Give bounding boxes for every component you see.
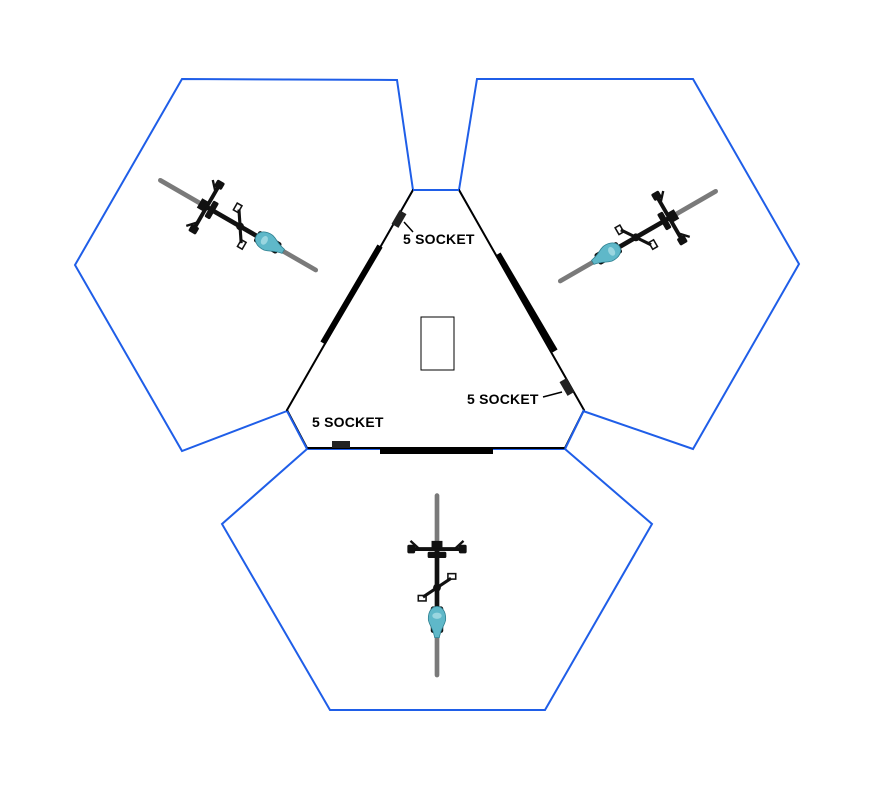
bicycle-icon <box>407 496 466 675</box>
socket-label-top: 5 SOCKET <box>403 231 475 247</box>
bench-left <box>320 244 383 345</box>
socket-unit-right <box>559 378 575 396</box>
socket-unit-top <box>391 210 407 228</box>
bicycle-icon <box>146 155 331 296</box>
bench-right <box>495 252 558 353</box>
socket-label-bottom: 5 SOCKET <box>312 414 384 430</box>
socket-unit-bottom <box>332 441 350 448</box>
socket-label-right: 5 SOCKET <box>467 391 539 407</box>
center-fixture <box>420 316 455 371</box>
bicycle-icon <box>545 166 730 307</box>
